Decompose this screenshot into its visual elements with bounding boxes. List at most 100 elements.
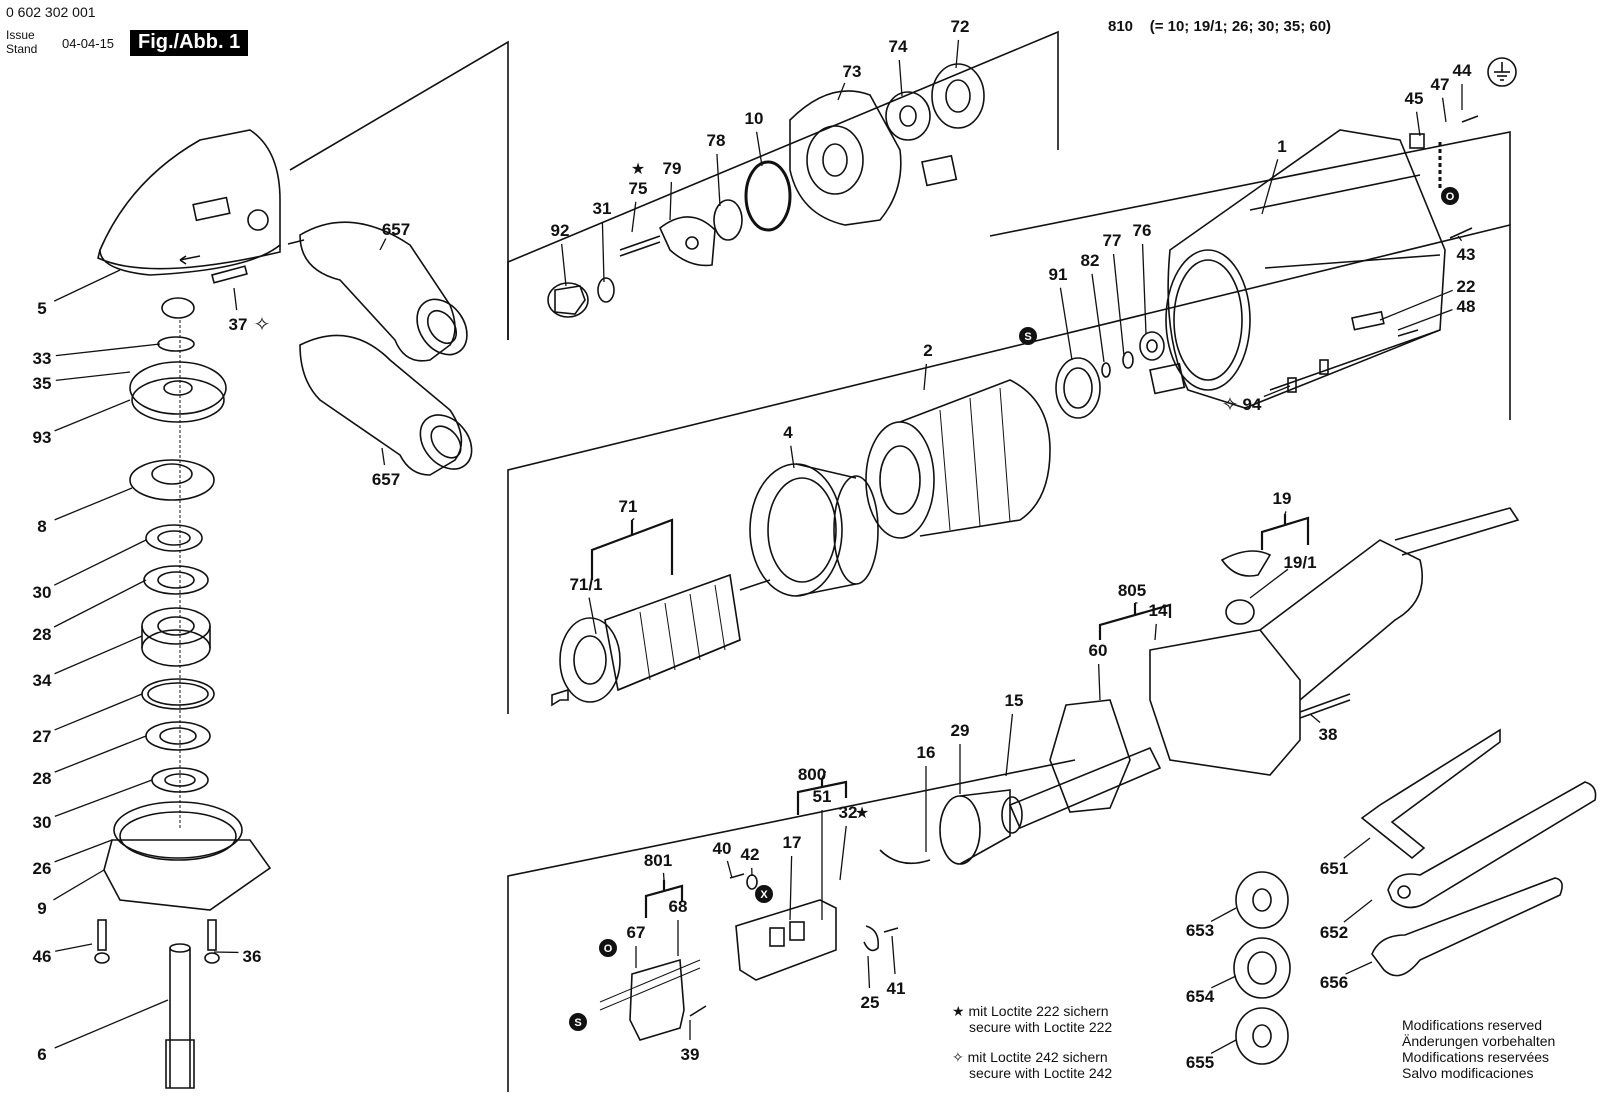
leader-line-17 <box>379 238 387 251</box>
side-handle-b <box>299 334 473 476</box>
leader-line-43 <box>1263 385 1291 398</box>
bevel-gear-93 <box>129 361 227 423</box>
legend-row-222: ★ mit Loctite 222 sichern secure with Lo… <box>952 1003 1112 1035</box>
part-number-label: 45 <box>1405 89 1424 108</box>
leader-line-2 <box>55 371 131 381</box>
part-number-label: 47 <box>1431 75 1450 94</box>
leader-line-69 <box>1211 975 1237 989</box>
part-number-label: 1 <box>1277 137 1286 156</box>
part-number-label: 60 <box>1089 641 1108 660</box>
part-number-label: 17 <box>783 833 802 852</box>
leader-line-24 <box>755 131 763 167</box>
part-number-label: 51 <box>813 787 832 806</box>
lever-19 <box>1220 550 1272 625</box>
part-number-label: 8 <box>37 517 46 536</box>
screw-46 <box>94 919 110 964</box>
issue-stand-label: Issue Stand <box>6 28 37 56</box>
part-number-label: 73 <box>843 62 862 81</box>
leader-line-0 <box>53 269 121 302</box>
part-number-label: 30 <box>33 583 52 602</box>
leader-line-28 <box>631 517 635 521</box>
x-mark-icon: X <box>760 889 768 901</box>
leader-line-12 <box>53 869 105 901</box>
part-number-label: 82 <box>1081 251 1100 270</box>
leader-line-19 <box>561 243 567 287</box>
part-number-label: 40 <box>713 839 732 858</box>
screws-94 <box>1287 359 1329 393</box>
leader-line-27 <box>955 39 960 69</box>
part-number-label: 10 <box>745 109 764 128</box>
part-number-label: 37 <box>229 315 248 334</box>
part-number-label: 30 <box>33 813 52 832</box>
leader-line-30 <box>790 445 795 469</box>
part-number-label: 801 <box>644 851 672 870</box>
leader-line-44 <box>1284 511 1287 515</box>
leader-line-34 <box>1112 253 1125 357</box>
part-number-label: 652 <box>1320 923 1348 942</box>
part-number-label: 15 <box>1005 691 1024 710</box>
part-number-label: 39 <box>681 1045 700 1064</box>
leader-line-8 <box>54 693 143 731</box>
leader-line-55 <box>839 825 847 881</box>
leader-line-65 <box>1343 837 1371 859</box>
plate-79 <box>659 216 716 267</box>
bracket-800 <box>796 778 848 815</box>
o-mark-badge <box>1441 187 1459 205</box>
leader-line-25 <box>837 82 846 101</box>
wrench-656 <box>1371 877 1563 977</box>
stator-2 <box>865 379 1051 539</box>
leader-line-15 <box>54 999 169 1049</box>
washer-42 <box>746 874 758 890</box>
side-handle-a <box>287 221 468 362</box>
part-number-label: 91 <box>1049 265 1068 284</box>
armature-71 <box>551 573 771 707</box>
part-number-label: 805 <box>1118 581 1146 600</box>
issue-label: Issue <box>6 28 35 42</box>
part-number-label: 2 <box>923 341 932 360</box>
bearing-5 <box>161 297 195 319</box>
terminal-block-801 <box>599 958 701 1041</box>
part-number-label: 14 <box>1149 601 1168 620</box>
legend-loctite222-de: mit Loctite 222 sichern <box>968 1003 1109 1019</box>
leader-line-35 <box>1141 243 1147 335</box>
leader-line-57 <box>726 860 733 879</box>
part-number-label: 38 <box>1319 725 1338 744</box>
leader-line-18 <box>381 447 386 466</box>
part-number-label: 19/1 <box>1283 553 1316 572</box>
open-star-icon: ✧ <box>254 314 271 336</box>
washer-82 <box>1101 362 1111 378</box>
screw-43 <box>1449 227 1473 239</box>
part-number-label: 74 <box>889 37 908 56</box>
washer-77 <box>1122 351 1134 369</box>
o-mark-badge <box>599 939 617 957</box>
motor-housing-1 <box>1165 129 1446 409</box>
leader-line-11 <box>54 839 113 863</box>
leader-line-23 <box>716 153 721 207</box>
leader-line-62 <box>867 955 871 989</box>
part-number-label: 651 <box>1320 859 1348 878</box>
pinion-92 <box>547 282 589 318</box>
bracket-71 <box>590 518 674 580</box>
leader-line-70 <box>1210 1039 1237 1054</box>
leader-line-16 <box>233 287 238 311</box>
leader-line-10 <box>54 779 153 818</box>
part-number-label: 653 <box>1186 921 1214 940</box>
part-number-label: 34 <box>33 671 52 690</box>
part-number-label: 75 <box>629 179 648 198</box>
leader-line-3 <box>54 399 131 432</box>
note-de: Änderungen vorbehalten <box>1402 1033 1556 1049</box>
leader-line-13 <box>55 943 93 952</box>
part-number-label: 67 <box>627 923 646 942</box>
part-number-label: 33 <box>33 349 52 368</box>
part-number-label: 26 <box>33 859 52 878</box>
panel-middle-frame <box>507 223 1511 714</box>
part-number-label: 48 <box>1457 297 1476 316</box>
part-number-label: 35 <box>33 374 52 393</box>
part-number-label: 71 <box>619 497 638 516</box>
ring-91 <box>1055 357 1101 419</box>
screw-38 <box>1299 693 1351 719</box>
part-number-label: 46 <box>33 947 52 966</box>
part-number-label: 36 <box>243 947 262 966</box>
part-number-label: 78 <box>707 131 726 150</box>
